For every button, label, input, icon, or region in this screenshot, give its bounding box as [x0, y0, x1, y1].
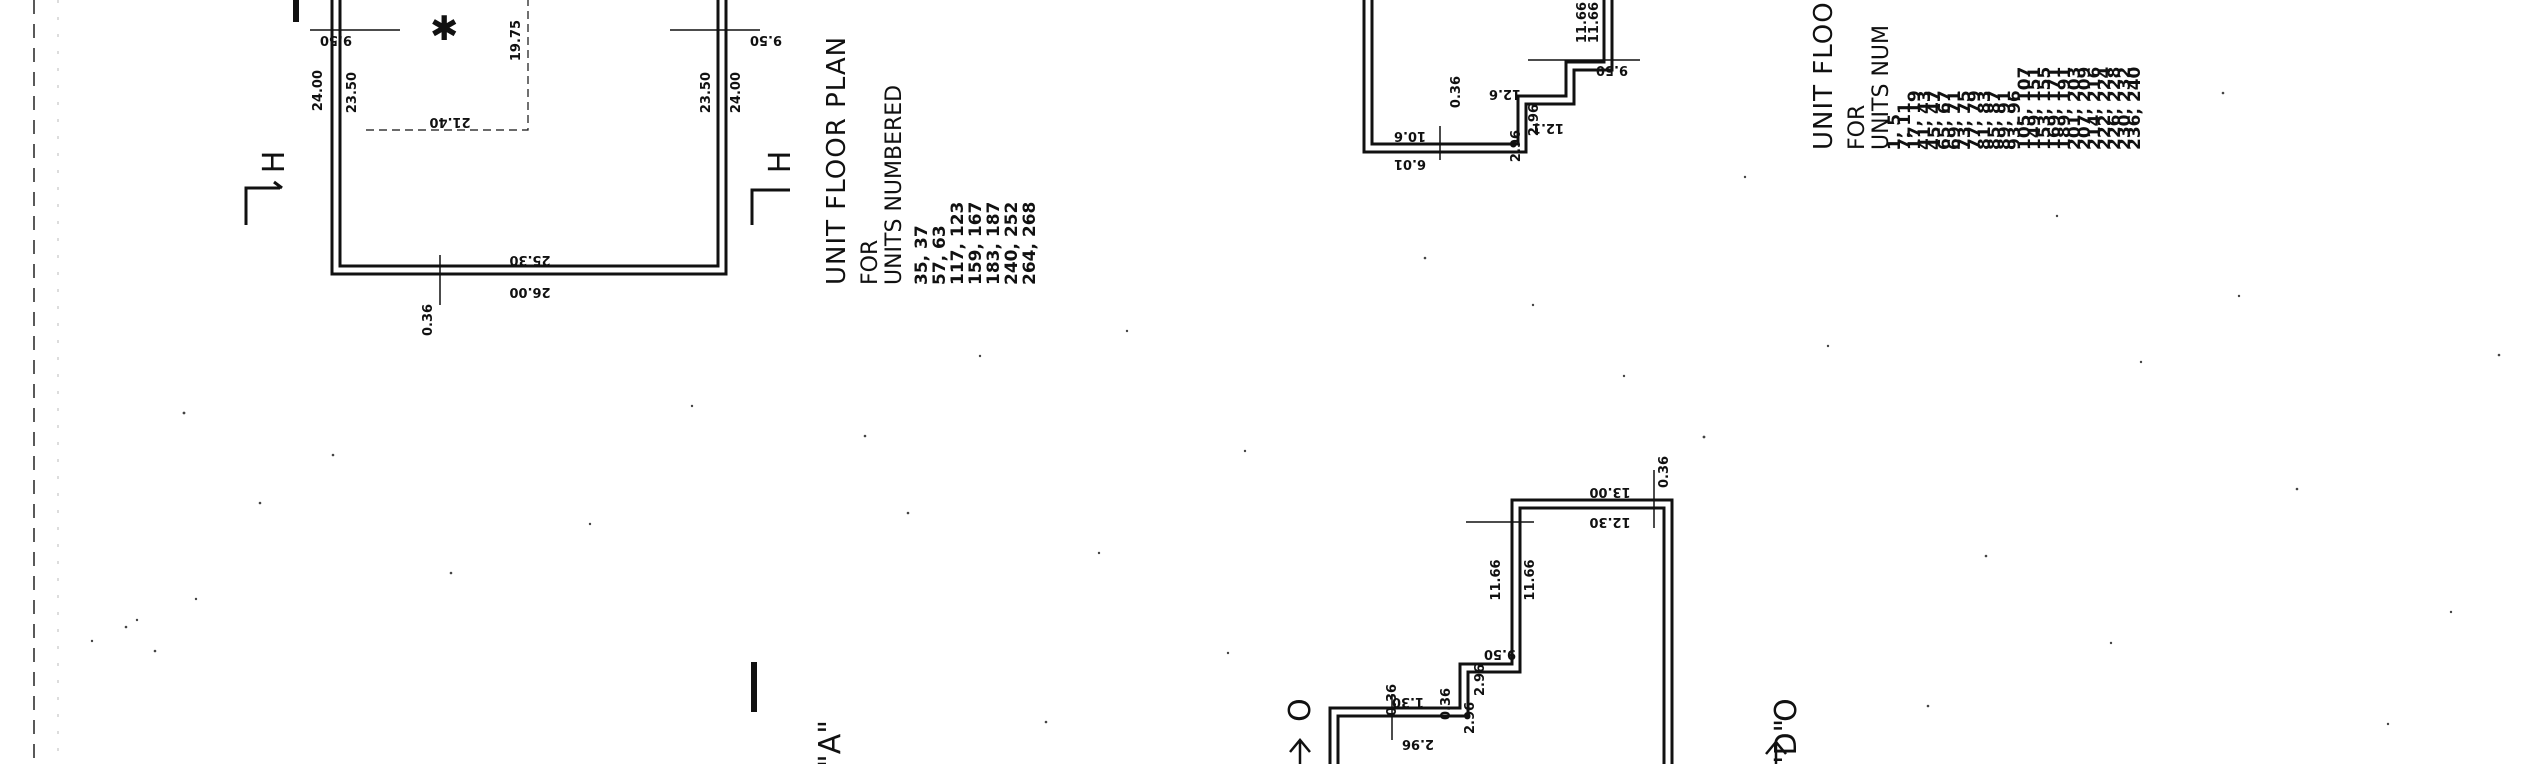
- caption-unit-item: 222, 224: [2095, 66, 2115, 150]
- dim-lower-d7: 2.96: [1402, 736, 1434, 751]
- caption-unit-item: 159, 167: [966, 202, 986, 285]
- dim-lower-step-b: 11.66: [1523, 559, 1538, 600]
- caption-unit-item: 117, 123: [948, 202, 968, 285]
- dim-upper-middle-5: 2.96: [1527, 104, 1542, 136]
- caption-units-label: UNITS NUMBERED: [882, 85, 907, 285]
- caption-unit-item: 236, 240: [2125, 66, 2145, 150]
- caption-title: UNIT FLOOR PLAN: [822, 36, 852, 285]
- dim-upper-middle-1: 11.66: [1575, 2, 1590, 43]
- section-marker-left: H: [257, 151, 292, 174]
- caption-unit-item: 89, 91: [1995, 90, 2015, 150]
- section-arrow-right: [750, 188, 790, 225]
- caption-unit-item: 207, 209: [2075, 67, 2095, 150]
- plan-upper-left-inner-wall: [338, 0, 720, 268]
- caption-unit-item: 7, 11: [1895, 102, 1915, 150]
- caption-unit-item: 214, 216: [2085, 67, 2105, 150]
- caption-unit-item: 17, 19: [1905, 90, 1925, 150]
- caption-unit-item: 69, 71: [1945, 90, 1965, 150]
- dim-upper-middle-3: 9.50: [1596, 62, 1628, 77]
- caption-unit-item: 264, 268: [1020, 202, 1040, 285]
- dim-right-inner: 23.50: [699, 72, 714, 113]
- caption-unit-item: 57, 63: [930, 225, 950, 285]
- plan-upper-left-outer-wall: [330, 0, 728, 276]
- caption-unit-item: 93, 96: [2005, 90, 2025, 150]
- caption-unit-item: 169, 171: [2045, 67, 2065, 150]
- caption-unit-item: 73, 75: [1955, 90, 1975, 150]
- dim-lower-top-outer: 13.00: [1589, 484, 1630, 499]
- dim-right-outer: 24.00: [729, 72, 744, 113]
- caption-unit-item: 85, 87: [1985, 90, 2005, 150]
- plan-lower-middle-inner-wall: [1336, 506, 1666, 764]
- caption-unit-item: 45, 47: [1925, 90, 1945, 150]
- dim-bottom-small: 0.36: [421, 304, 436, 336]
- dim-lower-d2: 2.96: [1473, 664, 1488, 696]
- dim-left-outer: 24.00: [311, 70, 326, 111]
- caption-unit-item: 226, 228: [2105, 67, 2125, 150]
- caption-unit-item: 35, 37: [912, 225, 932, 285]
- caption-title: UNIT FLOO: [1809, 1, 1839, 150]
- dim-lower-d6: 0.36: [1439, 688, 1454, 720]
- plan-upper-middle-outer-wall: [1362, 0, 1614, 154]
- section-arrow-left: [244, 186, 280, 225]
- caption-unit-item: 230, 232: [2115, 67, 2135, 150]
- caption-unit-item: 153, 155: [2035, 67, 2055, 150]
- dim-bottom-outer: 26.00: [509, 284, 550, 299]
- caption-unit-item: 77, 79: [1965, 90, 1985, 150]
- caption-unit-item: 81, 83: [1975, 90, 1995, 150]
- plan-lower-middle: 13.00 12.30 0.36 11.66 11.66 9.50 2.96 2…: [1283, 456, 1804, 764]
- caption-unit-item: 240, 252: [1002, 202, 1022, 285]
- caption-unit-item: 183, 187: [984, 202, 1004, 285]
- dim-upper-middle-2: 11.66: [1587, 2, 1602, 43]
- dim-lower-d5: 0.36: [1385, 684, 1400, 716]
- dim-top-right-small: 9.50: [750, 32, 782, 47]
- section-marker-right: H: [763, 151, 798, 174]
- plan-lower-middle-outer-wall: [1328, 498, 1674, 764]
- section-arrow-left-stub: [273, 180, 283, 190]
- caption-upper-right: UNIT FLOO FOR UNITS NUM: [1809, 1, 1894, 150]
- caption-units-label: UNITS NUM: [1869, 25, 1894, 150]
- caption-upper-right-list: 1, 5 7, 11 17, 19 41, 43 45, 47 65, 67 6…: [1885, 66, 2145, 150]
- dim-bottom-inner: 25.30: [509, 252, 550, 267]
- dim-interior-height: 19.75: [509, 20, 524, 61]
- dim-upper-middle-4: 0.36: [1449, 76, 1464, 108]
- caption-unit-item: 105, 107: [2015, 67, 2035, 150]
- section-marker-lower-right-label: "D": [1769, 719, 1804, 764]
- caption-upper-left: UNIT FLOOR PLAN FOR UNITS NUMBERED 35, 3…: [822, 36, 1040, 285]
- dim-lower-d4: 1.30: [1392, 694, 1424, 709]
- caption-unit-item: 149, 151: [2025, 67, 2045, 150]
- dim-upper-middle-10: 6.01: [1394, 156, 1426, 171]
- caption-for: FOR: [858, 240, 883, 285]
- plan-upper-middle: 11.66 11.66 9.50 0.36 2.96 2.96 12.6 12.…: [1362, 0, 1640, 171]
- dim-upper-middle-6: 2.96: [1509, 130, 1524, 162]
- caption-unit-item: 189, 191: [2055, 67, 2075, 150]
- dim-lower-top-small: 0.36: [1657, 456, 1672, 488]
- section-marker-lower-right: O: [1769, 698, 1804, 722]
- caption-unit-item: 65, 67: [1935, 90, 1955, 150]
- plan-upper-left: ✱ 9.50 9.50 24.00 23.50 21.40 19.75 23.5…: [244, 0, 798, 336]
- caption-for: FOR: [1845, 105, 1870, 150]
- dim-lower-d3: 2.96: [1463, 702, 1478, 734]
- lower-left-marker: "A": [813, 720, 848, 764]
- scan-noise: [90, 91, 2501, 726]
- caption-unit-item: 1, 5: [1885, 114, 1905, 150]
- dim-upper-middle-8: 12.1: [1532, 120, 1564, 135]
- dim-top-left-small: 9.50: [320, 32, 352, 47]
- dim-lower-top-inner: 12.30: [1589, 514, 1630, 529]
- dim-upper-middle-9: 10.6: [1394, 128, 1426, 143]
- dim-lower-d1: 9.50: [1484, 646, 1516, 661]
- caption-unit-item: 41, 43: [1915, 90, 1935, 150]
- plan-upper-middle-inner-wall: [1370, 0, 1606, 146]
- caption-unit-item: 201, 203: [2065, 67, 2085, 150]
- section-arrow-lower-right: [1765, 740, 1787, 764]
- dim-upper-middle-7: 12.6: [1489, 86, 1521, 101]
- plan-upper-left-interior-dashed: [366, 0, 529, 131]
- dim-lower-step-a: 11.66: [1489, 559, 1504, 600]
- section-marker-lower-left: O: [1283, 698, 1318, 722]
- dim-interior-width: 21.40: [429, 114, 470, 129]
- section-arrow-lower-left: [1289, 738, 1311, 764]
- dim-left-inner: 23.50: [345, 72, 360, 113]
- asterisk-icon: ✱: [430, 9, 459, 49]
